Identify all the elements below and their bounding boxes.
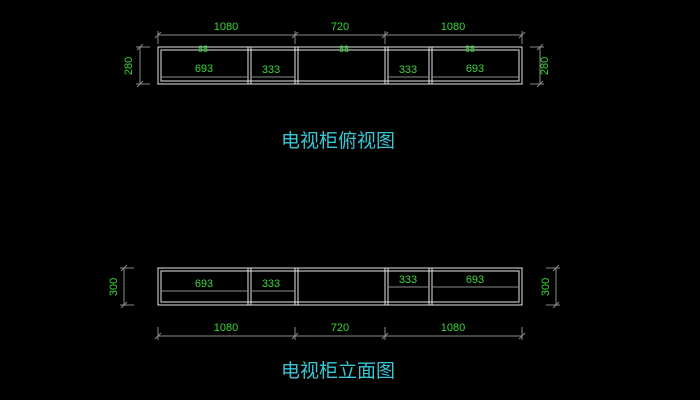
top-view-leader-mark-2: 88 — [339, 44, 349, 54]
elevation-view-height-right: 300 — [540, 278, 552, 296]
top-view-width-left: 1080 — [214, 21, 238, 33]
top-view-title: 电视柜俯视图 — [281, 130, 395, 152]
elevation-view-height-dimension-right — [546, 264, 560, 309]
elevation-view-width-middle: 720 — [331, 322, 349, 334]
top-view-inner-left-small: 333 — [262, 64, 280, 76]
top-view: 1080 720 1080 280 280 — [123, 21, 551, 152]
elevation-view-inner-right-large: 693 — [466, 274, 484, 286]
elevation-view-height-dimension-left — [120, 264, 134, 309]
elevation-view-inner-left-large: 693 — [195, 278, 213, 290]
top-view-inner-left-large: 693 — [195, 63, 213, 75]
top-view-leader-mark-3: 88 — [465, 44, 475, 54]
elevation-view-height-left: 300 — [108, 278, 120, 296]
top-view-width-middle: 720 — [331, 21, 349, 33]
elevation-view: 693 333 333 693 300 300 — [108, 264, 560, 382]
top-view-depth-dimension-left — [136, 43, 150, 88]
elevation-view-width-dimension — [154, 327, 526, 340]
elevation-view-width-right: 1080 — [441, 322, 465, 334]
top-view-depth-right: 280 — [539, 57, 551, 75]
top-view-inner-right-small: 333 — [399, 64, 417, 76]
top-view-width-dimension — [154, 31, 526, 44]
top-view-depth-dimension-right — [530, 43, 544, 88]
top-view-depth-left: 280 — [123, 57, 135, 75]
elevation-view-width-left: 1080 — [214, 322, 238, 334]
top-view-leader-mark-1: 88 — [198, 44, 208, 54]
elevation-view-inner-right-small: 333 — [399, 274, 417, 286]
top-view-inner-right-large: 693 — [466, 63, 484, 75]
elevation-view-inner-left-small: 333 — [262, 278, 280, 290]
elevation-view-inner-dimensions — [161, 286, 519, 292]
elevation-view-title: 电视柜立面图 — [281, 360, 395, 382]
top-view-cabinet-outline — [157, 46, 523, 85]
top-view-width-right: 1080 — [441, 21, 465, 33]
